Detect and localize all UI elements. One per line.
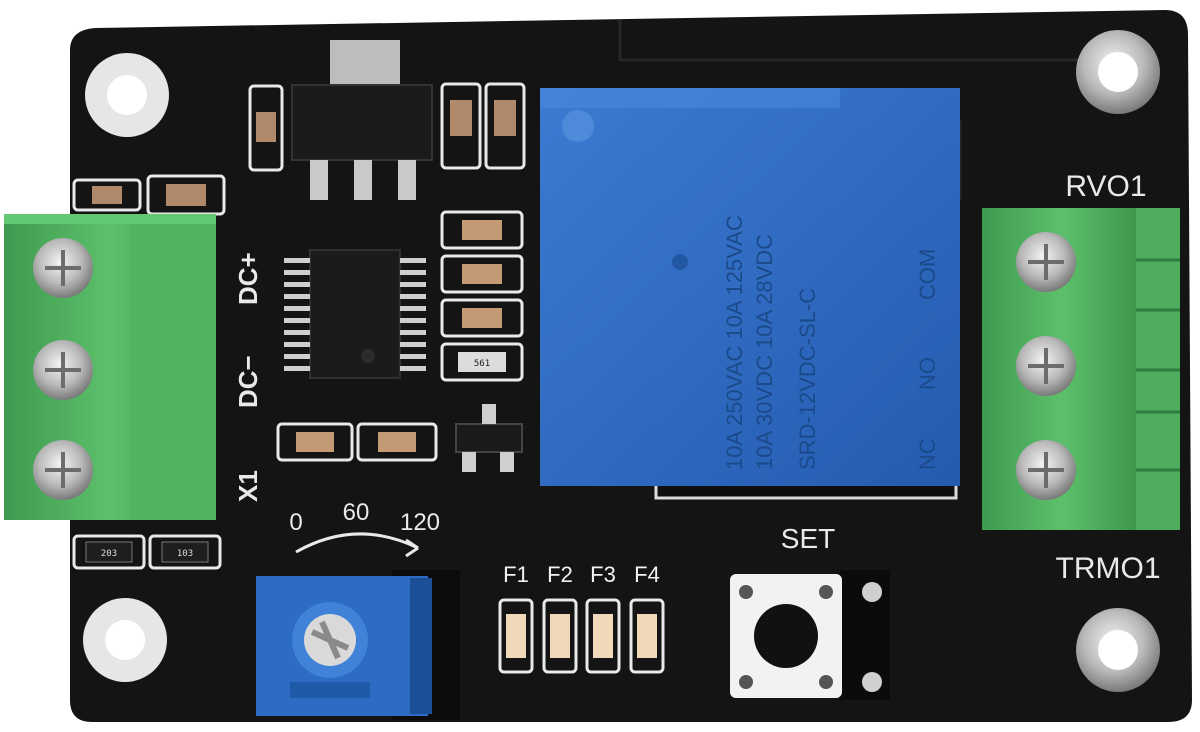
relay-spec-line1: 10A 250VAC 10A 125VAC bbox=[722, 215, 747, 470]
mounting-hole-top-right bbox=[1076, 30, 1160, 114]
relay-pin-no: NO bbox=[915, 357, 940, 390]
label-set: SET bbox=[781, 523, 835, 554]
label-x1: X1 bbox=[233, 470, 263, 502]
relay: 10A 250VAC 10A 125VAC 10A 30VDC 10A 28VD… bbox=[540, 88, 960, 500]
mounting-hole-bottom-right bbox=[1076, 608, 1160, 692]
relay-pin-com: COM bbox=[915, 249, 940, 300]
label-rvo1: RVO1 bbox=[1065, 170, 1146, 203]
smd-capacitors-top bbox=[72, 82, 526, 462]
label-trmo1: TRMO1 bbox=[1056, 552, 1161, 585]
led-indicators bbox=[498, 598, 665, 674]
smd-resistors-bottom: 203 103 bbox=[72, 534, 222, 570]
scale-arc-arrow-icon bbox=[295, 532, 419, 554]
label-dc-plus: DC+ bbox=[233, 252, 263, 305]
scale-label-60: 60 bbox=[343, 499, 370, 526]
relay-spec-line2: 10A 30VDC 10A 28VDC bbox=[752, 234, 777, 470]
relay-pin-nc: NC bbox=[915, 438, 940, 470]
smd-code-561: 561 bbox=[474, 359, 490, 369]
scale-label-0: 0 bbox=[289, 509, 302, 536]
mounting-hole-bottom-left bbox=[83, 598, 167, 682]
transistor bbox=[455, 404, 523, 472]
screw-icon bbox=[33, 238, 93, 298]
potentiometer-icon[interactable] bbox=[256, 570, 460, 720]
screw-icon bbox=[1016, 232, 1076, 292]
microcontroller-chip bbox=[284, 249, 426, 379]
label-f3: F3 bbox=[590, 562, 616, 587]
smd-parts: 561 bbox=[92, 100, 516, 452]
smd-code-103: 103 bbox=[177, 549, 193, 559]
terminal-block-power bbox=[4, 214, 216, 520]
relay-model: SRD-12VDC-SL-C bbox=[795, 288, 820, 470]
label-f4: F4 bbox=[634, 562, 660, 587]
screw-icon bbox=[1016, 336, 1076, 396]
label-dc-minus: DC− bbox=[233, 355, 263, 408]
screw-icon bbox=[33, 340, 93, 400]
screw-icon bbox=[1016, 440, 1076, 500]
label-f1: F1 bbox=[503, 562, 529, 587]
scale-label-120: 120 bbox=[400, 509, 440, 536]
screw-icon bbox=[33, 440, 93, 500]
smd-code-203: 203 bbox=[101, 549, 117, 559]
tactile-button-icon[interactable] bbox=[730, 570, 890, 700]
voltage-regulator bbox=[291, 40, 433, 200]
mounting-hole-top-left bbox=[85, 53, 169, 137]
terminal-block-output bbox=[982, 208, 1180, 530]
label-f2: F2 bbox=[547, 562, 573, 587]
